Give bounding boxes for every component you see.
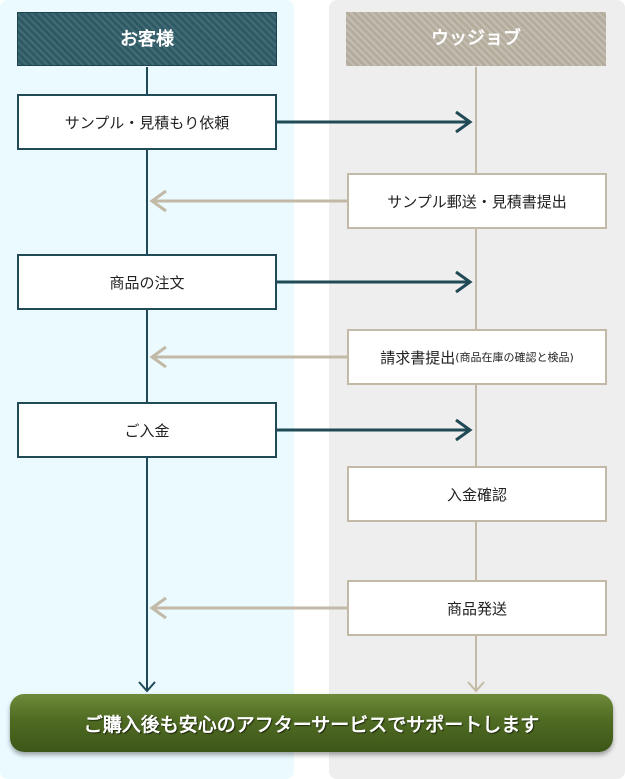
step-payment-label: ご入金 xyxy=(124,421,170,440)
customer-timeline-arrowhead xyxy=(138,681,156,693)
company-timeline-arrowhead xyxy=(467,681,485,693)
step-invoice-note: (商品在庫の確認と検品) xyxy=(455,351,574,364)
customer-lane-header: お客様 xyxy=(17,12,277,66)
step-sample-request-label: サンプル・見積もり依頼 xyxy=(64,113,230,132)
arrow-payment-head xyxy=(455,418,473,442)
arrow-request-head xyxy=(455,110,473,134)
step-invoice-label: 請求書提出 xyxy=(380,348,456,367)
after-service-banner-text: ご購入後も安心のアフターサービスでサポートします xyxy=(83,713,540,736)
step-sample-shipping: サンプル郵送・見積書提出 xyxy=(347,173,607,229)
arrow-order-head xyxy=(455,270,473,294)
arrow-invoice-return-head xyxy=(149,345,167,369)
after-service-banner: ご購入後も安心のアフターサービスでサポートします xyxy=(10,694,613,752)
step-shipping-label: 商品発送 xyxy=(446,599,507,618)
step-sample-request: サンプル・見積もり依頼 xyxy=(17,94,277,150)
step-payment: ご入金 xyxy=(17,402,277,458)
arrow-sample-return-head xyxy=(149,189,167,213)
step-order-label: 商品の注文 xyxy=(109,273,185,292)
step-invoice: 請求書提出(商品在庫の確認と検品) xyxy=(347,329,607,385)
step-sample-shipping-label: サンプル郵送・見積書提出 xyxy=(387,192,567,211)
arrow-shipping-return-head xyxy=(149,596,167,620)
step-shipping: 商品発送 xyxy=(347,580,607,636)
step-payment-confirm: 入金確認 xyxy=(347,466,607,522)
step-payment-confirm-label: 入金確認 xyxy=(446,485,507,504)
step-order: 商品の注文 xyxy=(17,254,277,310)
company-lane-header: ウッジョブ xyxy=(346,12,606,66)
